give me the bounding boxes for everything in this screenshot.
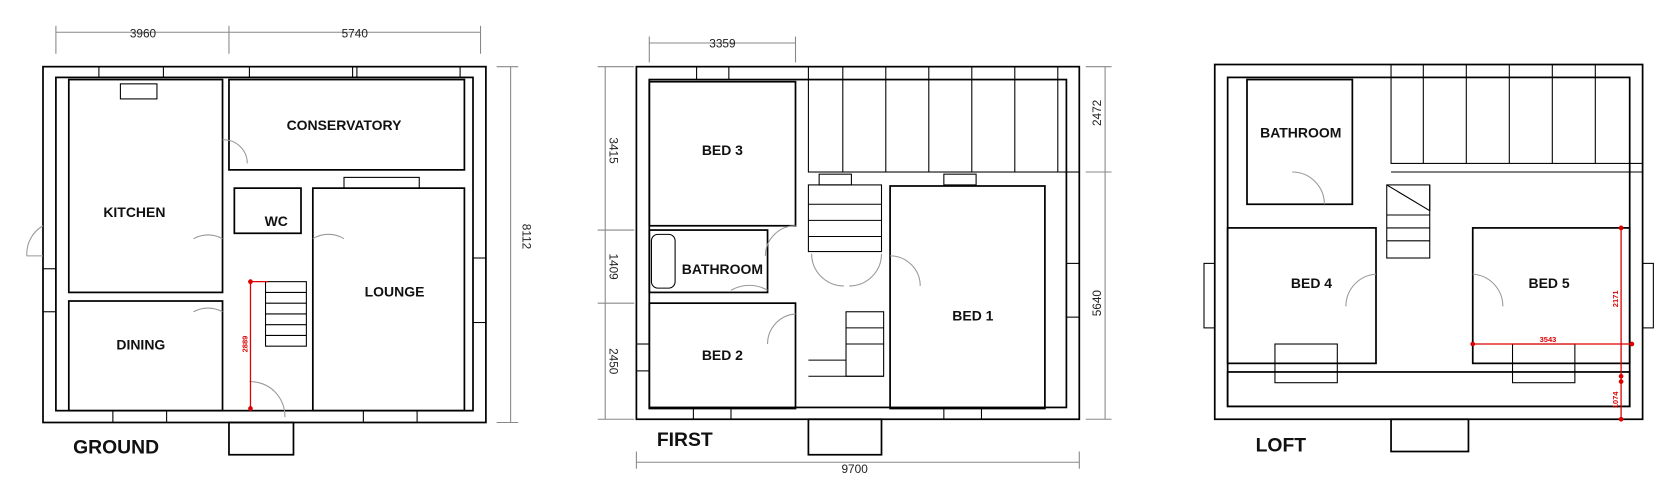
conservatory-room xyxy=(228,78,466,171)
first-floor-plan: 3359 3415 1409 2450 2472 5640 9700 BED 3… xyxy=(597,36,1112,476)
window xyxy=(1065,262,1080,318)
dimension-label: 9700 xyxy=(841,462,868,476)
bed4-room xyxy=(1226,227,1377,365)
dormer-window xyxy=(1274,343,1338,384)
floor-label-loft: LOFT xyxy=(1256,435,1307,457)
room-label-bed5: BED 5 xyxy=(1528,275,1569,291)
red-dimension-loft xyxy=(1470,225,1635,422)
window xyxy=(1203,262,1216,329)
ground-floor-plan: 3960 5740 8112 2889 KITCHEN CONSERVATORY… xyxy=(26,25,533,459)
door-swing[interactable] xyxy=(730,284,768,291)
room-label-kitchen: KITCHEN xyxy=(103,204,165,220)
dimension-label: 8112 xyxy=(519,224,533,249)
sink-icon xyxy=(119,83,158,100)
door-swing[interactable] xyxy=(767,313,796,345)
door-swing[interactable] xyxy=(26,225,44,257)
roof-tiles xyxy=(1390,63,1644,173)
door-swing[interactable] xyxy=(193,307,223,313)
first-outer-wall xyxy=(635,65,1081,421)
room-label-conservatory: CONSERVATORY xyxy=(287,117,403,133)
roof-tiles xyxy=(807,66,1080,173)
room-label-bed1: BED 1 xyxy=(952,307,993,323)
loft-bathroom-room xyxy=(1246,78,1354,206)
door-swing[interactable] xyxy=(811,253,844,287)
door-swing[interactable] xyxy=(222,139,248,164)
dimension-label: 3359 xyxy=(709,36,736,50)
red-dimension-label: 3543 xyxy=(1540,335,1557,344)
window xyxy=(248,66,354,78)
door-swing[interactable] xyxy=(249,381,286,418)
bath-icon xyxy=(650,233,676,289)
window xyxy=(692,406,732,420)
window xyxy=(112,410,168,424)
bed3-room xyxy=(648,80,797,227)
door-swing[interactable] xyxy=(1292,171,1325,205)
kitchen-room xyxy=(67,78,224,294)
floor-label-ground: GROUND xyxy=(73,437,159,459)
window xyxy=(98,66,164,78)
door-swing[interactable] xyxy=(312,233,345,240)
loft-outer-wall xyxy=(1213,63,1644,421)
window xyxy=(943,406,983,420)
first-dimension-lines xyxy=(597,36,1112,469)
room-label-bathroom: BATHROOM xyxy=(682,261,763,277)
window xyxy=(1642,262,1654,329)
staircase xyxy=(1386,184,1431,259)
red-dimension-stair xyxy=(248,279,268,411)
dimension-label: 5640 xyxy=(1090,290,1104,317)
window xyxy=(696,66,730,81)
window xyxy=(362,410,418,424)
door-swing[interactable] xyxy=(193,234,223,240)
window xyxy=(42,268,57,313)
door-swing[interactable] xyxy=(890,255,921,286)
red-dimension-label: 2889 xyxy=(240,336,249,353)
window xyxy=(356,66,461,78)
room-label-loft-bathroom: BATHROOM xyxy=(1260,125,1341,141)
staircase xyxy=(264,281,307,347)
window xyxy=(818,173,852,186)
dimension-label: 2472 xyxy=(1090,100,1104,126)
first-bay xyxy=(807,418,883,456)
dimension-label: 3415 xyxy=(607,137,621,164)
ground-dimension-lines xyxy=(55,25,519,424)
dimension-label: 5740 xyxy=(342,27,369,41)
red-dimension-label: 2171 xyxy=(1611,290,1620,307)
ground-outer-wall xyxy=(42,65,487,424)
door-swing[interactable] xyxy=(764,225,796,256)
room-label-bed4: BED 4 xyxy=(1291,275,1332,291)
dimension-label: 3960 xyxy=(130,27,157,41)
window xyxy=(943,173,977,186)
first-bathroom-room xyxy=(648,229,769,294)
window xyxy=(343,176,420,189)
porch xyxy=(228,421,295,456)
room-label-wc: WC xyxy=(265,213,288,229)
red-dimension-label: 1074 xyxy=(1611,391,1620,409)
room-label-bed2: BED 2 xyxy=(702,347,743,363)
eaves-band xyxy=(1226,371,1631,408)
staircase xyxy=(807,184,885,377)
room-label-dining: DINING xyxy=(116,336,165,352)
loft-bay xyxy=(1390,418,1470,453)
dining-room xyxy=(67,300,224,412)
ground-inner-wall xyxy=(55,76,474,412)
door-swing[interactable] xyxy=(849,253,883,287)
window xyxy=(472,257,487,324)
door-swing[interactable] xyxy=(1345,273,1377,307)
wc-room xyxy=(233,187,302,235)
room-label-bed3: BED 3 xyxy=(702,142,743,158)
loft-floor-plan: 2171 3543 1074 BATHROOM BED 4 BED 5 LOFT xyxy=(1203,63,1654,457)
bed1-room xyxy=(889,185,1046,410)
door-swing[interactable] xyxy=(1472,273,1504,307)
room-label-lounge: LOUNGE xyxy=(365,284,425,300)
floor-label-first: FIRST xyxy=(657,429,713,451)
bed5-room xyxy=(1471,227,1631,365)
window xyxy=(635,343,650,372)
dimension-label: 1409 xyxy=(607,253,621,280)
dimension-label: 2450 xyxy=(607,348,621,375)
